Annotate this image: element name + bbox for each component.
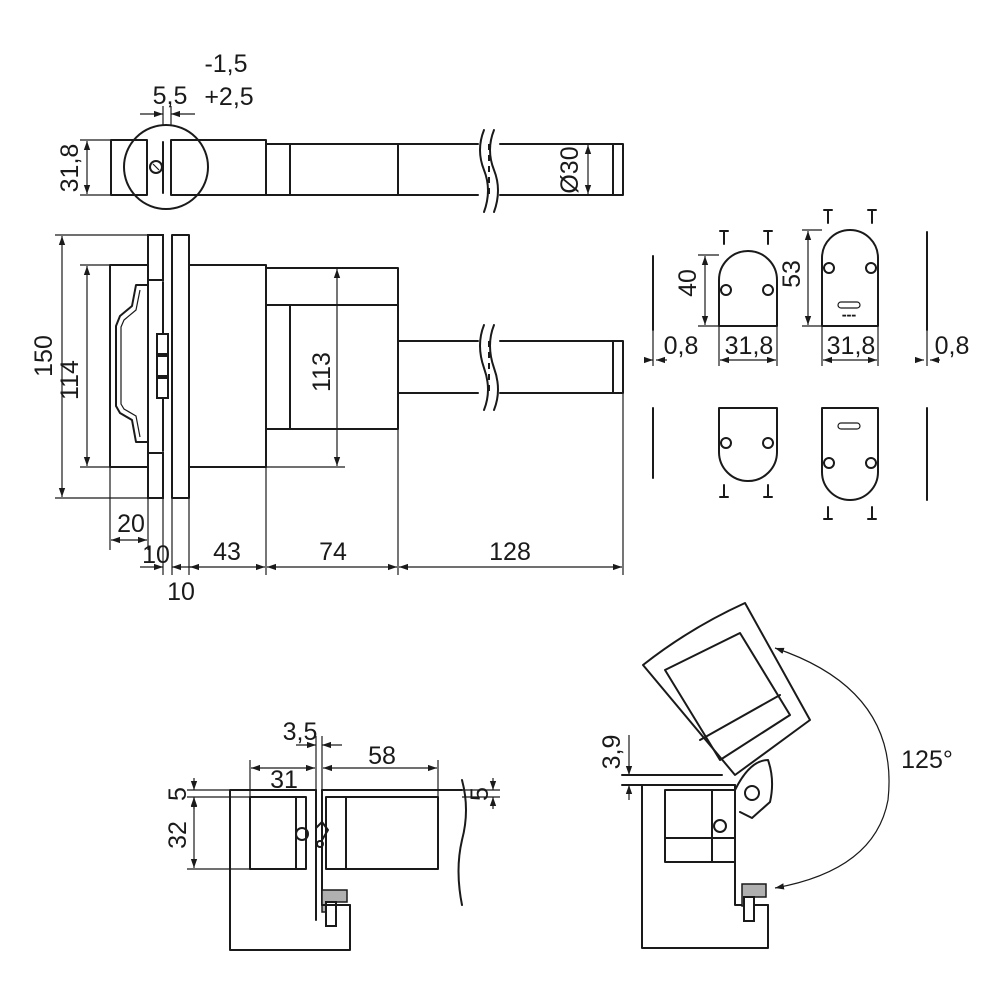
dim-section-left-width: 31 xyxy=(270,766,298,794)
front-glass-leaf xyxy=(171,234,190,499)
dim-width-left: 31,8 xyxy=(725,332,774,360)
dim-inner-height: 114 xyxy=(56,360,84,400)
rotation-fixed-block xyxy=(664,789,736,863)
hinge-knuckle-circle xyxy=(123,124,209,210)
plate-large-bottom xyxy=(821,407,879,501)
dim-gap: 5,5 xyxy=(153,82,188,110)
top-left-leaf xyxy=(110,139,148,196)
dim-leaf: 10 xyxy=(142,541,170,569)
section-view: 3,5 31 58 5 5 32 xyxy=(164,718,500,951)
dim-block-height: 113 xyxy=(308,352,336,392)
screw-icon xyxy=(823,506,877,520)
dim-overall-height: 150 xyxy=(30,335,58,377)
plates-view: ▬▬▬ 0,8 31,8 31,8 0,8 40 53 xyxy=(644,209,970,520)
rotation-arc xyxy=(774,647,890,890)
screw-icon xyxy=(719,484,773,498)
section-screw-icon xyxy=(295,827,309,841)
plate-small-bottom xyxy=(718,407,778,482)
dim-section-right-width: 58 xyxy=(368,742,396,770)
plate-logo: ▬▬▬ xyxy=(842,313,856,319)
dim-len2: 74 xyxy=(319,538,347,566)
rotation-view: 3,9 125° xyxy=(598,602,953,949)
screw-icon xyxy=(719,230,773,245)
dim-thickness-left: 0,8 xyxy=(664,332,699,360)
front-block-2 xyxy=(265,267,399,430)
top-body xyxy=(170,139,267,196)
dim-plate: 10 xyxy=(167,578,195,606)
dim-diameter: Ø30 xyxy=(556,146,584,193)
dim-lift: 3,9 xyxy=(598,735,626,770)
top-view: 31,8 Ø30 5,5 -1,5 +2,5 xyxy=(56,50,624,213)
dim-tolerance-minus: -1,5 xyxy=(204,50,247,78)
dim-len1: 43 xyxy=(213,538,241,566)
rotation-frame xyxy=(641,784,769,949)
dim-height-small: 40 xyxy=(674,269,702,297)
dim-height-large: 53 xyxy=(778,260,806,288)
dim-section-top-right: 5 xyxy=(466,787,494,801)
section-left-block xyxy=(249,796,307,870)
dim-tolerance-plus: +2,5 xyxy=(204,83,253,111)
dim-section-depth: 32 xyxy=(164,821,192,849)
front-block-1 xyxy=(188,264,267,468)
dim-section-gap: 3,5 xyxy=(283,718,318,746)
top-screw-icon xyxy=(149,160,163,174)
rotation-door-leaf xyxy=(642,602,811,776)
dim-top-height: 31,8 xyxy=(56,144,84,193)
dim-width-right: 31,8 xyxy=(827,332,876,360)
plate-large-top xyxy=(821,229,879,327)
front-view: 150 114 113 20 10 10 43 74 128 xyxy=(30,234,624,606)
dim-len3: 128 xyxy=(489,538,531,566)
section-frame xyxy=(229,789,351,951)
dim-section-top-left: 5 xyxy=(164,787,192,801)
plate-small-top xyxy=(718,250,778,327)
angle-label: 125° xyxy=(901,746,953,774)
screw-icon xyxy=(823,209,877,224)
dim-offset: 20 xyxy=(117,510,145,538)
rotation-screw-icon xyxy=(713,819,727,833)
dim-thickness-right: 0,8 xyxy=(935,332,970,360)
section-right-block xyxy=(325,796,439,870)
